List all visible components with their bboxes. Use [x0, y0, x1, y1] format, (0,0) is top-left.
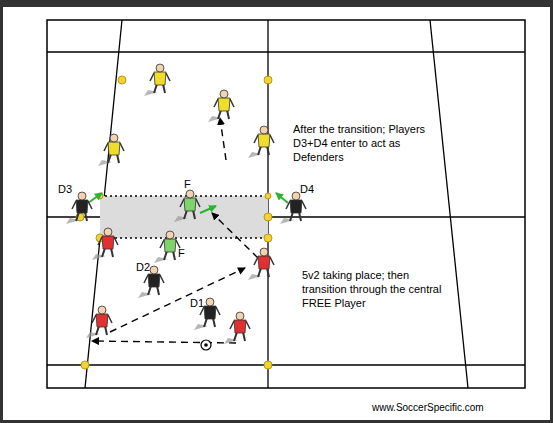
zone-dotted-lines: [100, 196, 268, 238]
transition-zone: [100, 196, 268, 238]
player-label: D1: [190, 296, 204, 310]
field-border: [47, 20, 525, 388]
player-figure: [144, 64, 170, 96]
drill-note: 5v2 taking place; then transition throug…: [302, 268, 442, 310]
player-label: D4: [300, 182, 314, 196]
ball: [201, 340, 211, 350]
field-lines: [47, 20, 525, 388]
player-figure: [224, 312, 250, 344]
player-figure: [208, 90, 234, 122]
player-figure: [154, 231, 180, 263]
player-figure: [280, 192, 306, 224]
pass-arrows: [92, 118, 258, 343]
watermark: www.SoccerSpecific.com: [372, 401, 522, 414]
player-label: D3: [58, 182, 72, 196]
cones: [76, 76, 272, 369]
player-label: F: [184, 177, 191, 191]
transition-note: After the transition; Players D3+D4 ente…: [293, 122, 435, 164]
player-label: F: [178, 246, 185, 260]
player-figure: [92, 228, 118, 260]
player-figure: [86, 306, 112, 338]
player-figure: [248, 248, 274, 280]
top-bar: [0, 0, 553, 7]
player-figure: [174, 190, 200, 222]
player-figure: [98, 134, 124, 166]
player-label: D2: [136, 260, 150, 274]
player-figure: [66, 192, 92, 224]
player-figure: [248, 126, 274, 158]
